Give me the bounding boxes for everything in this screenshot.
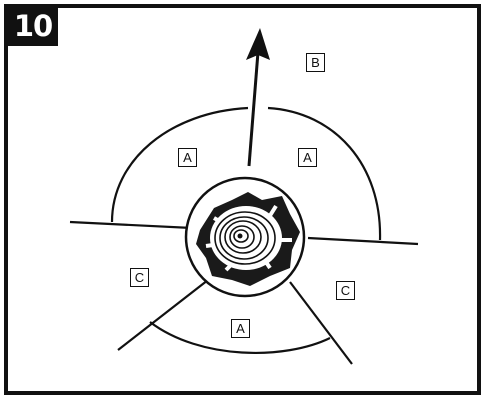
zone-label-a-bottom: A: [231, 319, 250, 338]
left-divider-line: [70, 222, 192, 228]
zone-label-a-upper-right: A: [298, 148, 317, 167]
zone-label-b: B: [306, 53, 325, 72]
log-cross-section: [186, 178, 304, 296]
zone-label-a-upper-left: A: [178, 148, 197, 167]
zone-label-c-lower-left: C: [130, 268, 149, 287]
zone-label-c-lower-right: C: [336, 281, 355, 300]
step-number-badge: 10: [8, 6, 58, 46]
lower-left-diagonal: [118, 280, 208, 350]
right-divider-line: [308, 238, 418, 244]
arrow-shaft: [249, 52, 258, 166]
